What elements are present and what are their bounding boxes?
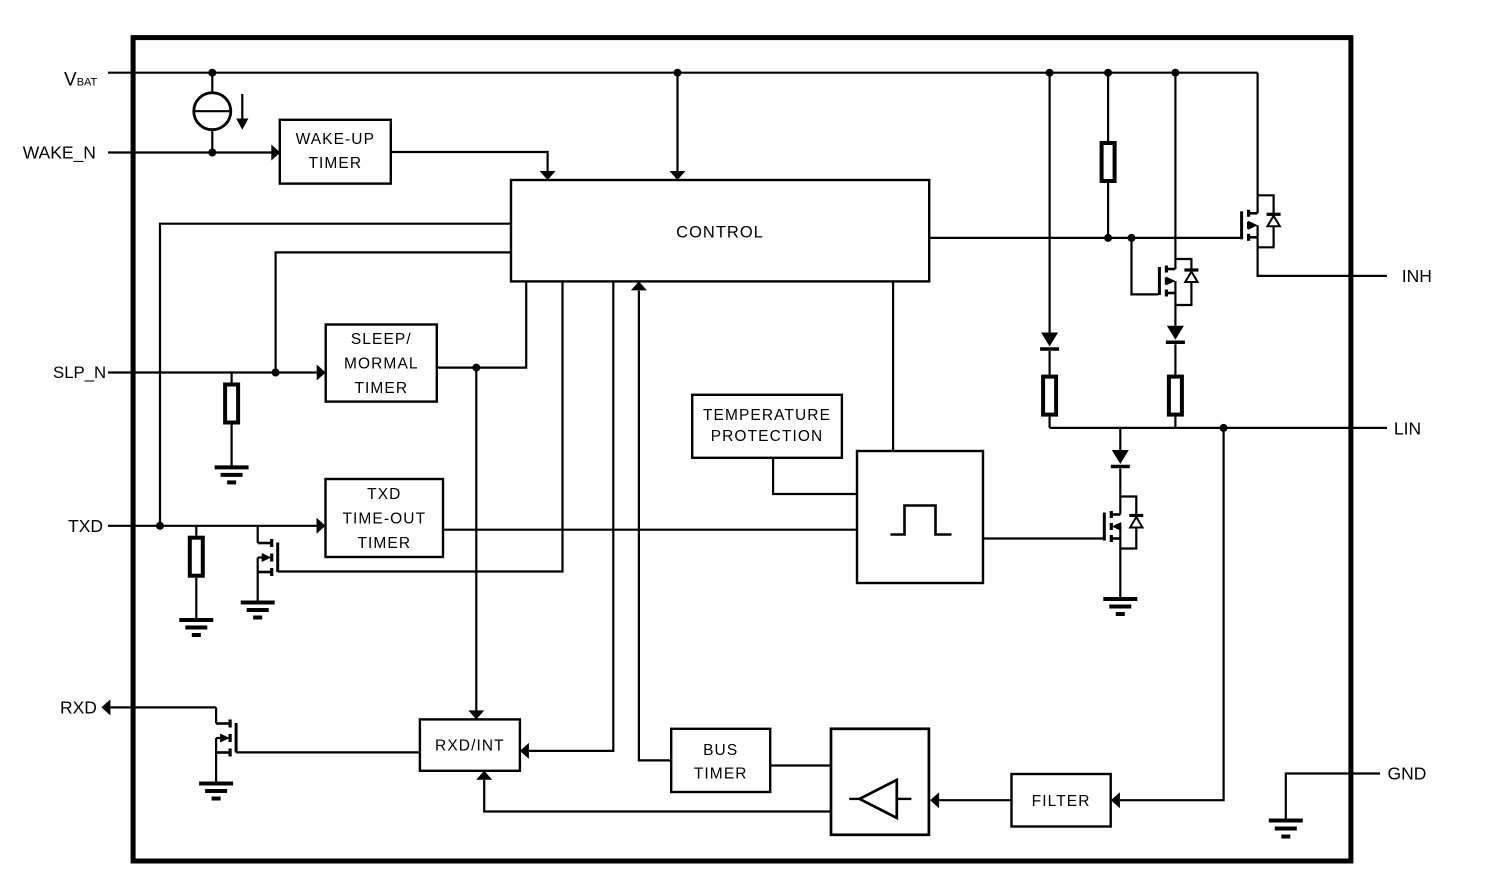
svg-text:INH: INH bbox=[1402, 266, 1432, 286]
svg-text:TIMER: TIMER bbox=[357, 535, 411, 552]
svg-text:TIMER: TIMER bbox=[308, 155, 362, 172]
svg-text:SLP_N: SLP_N bbox=[53, 363, 106, 382]
svg-text:WAKE-UP: WAKE-UP bbox=[296, 131, 375, 148]
svg-text:TIME-OUT: TIME-OUT bbox=[342, 511, 426, 528]
svg-text:SLEEP/: SLEEP/ bbox=[351, 331, 412, 348]
svg-text:WAKE_N: WAKE_N bbox=[23, 142, 96, 163]
svg-text:TXD: TXD bbox=[68, 516, 103, 536]
svg-text:RXD/INT: RXD/INT bbox=[435, 738, 505, 755]
svg-text:TIMER: TIMER bbox=[354, 380, 408, 397]
svg-text:MORMAL: MORMAL bbox=[344, 356, 419, 373]
svg-text:TXD: TXD bbox=[367, 486, 401, 503]
svg-text:CONTROL: CONTROL bbox=[676, 223, 764, 241]
svg-text:BUS: BUS bbox=[703, 742, 738, 759]
svg-text:FILTER: FILTER bbox=[1032, 793, 1091, 810]
svg-text:TEMPERATURE: TEMPERATURE bbox=[703, 407, 831, 424]
svg-text:LIN: LIN bbox=[1394, 418, 1421, 438]
svg-text:TIMER: TIMER bbox=[694, 765, 748, 782]
svg-text:RXD: RXD bbox=[60, 697, 97, 717]
svg-text:GND: GND bbox=[1388, 764, 1427, 784]
svg-text:PROTECTION: PROTECTION bbox=[711, 428, 824, 445]
